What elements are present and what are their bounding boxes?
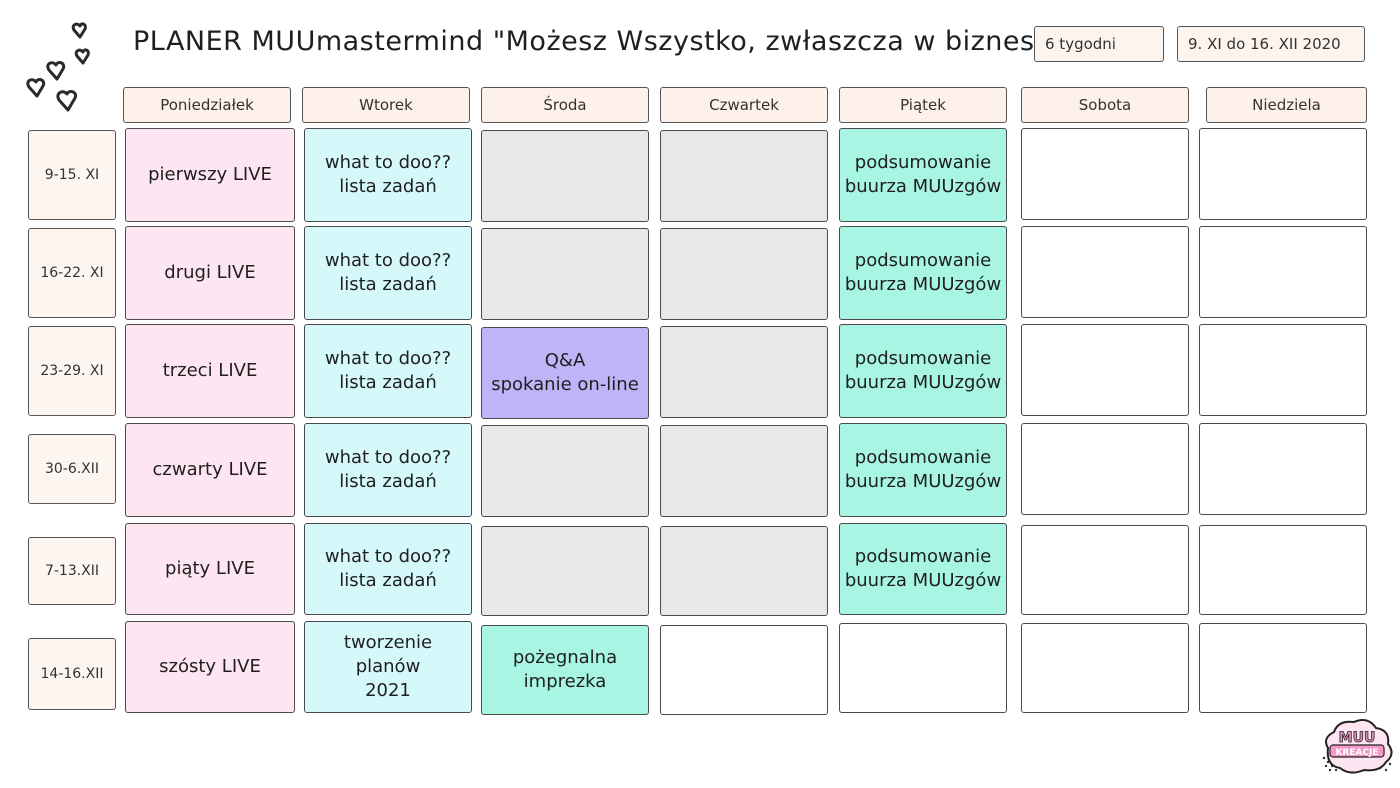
cell-r3-mon[interactable]: trzeci LIVE <box>125 324 295 418</box>
cell-r3-sun[interactable] <box>1199 324 1367 416</box>
cell-r2-sun[interactable] <box>1199 226 1367 318</box>
cell-r2-thu[interactable] <box>660 228 828 320</box>
cell-r6-mon[interactable]: szósty LIVE <box>125 621 295 713</box>
week-label-4: 30-6.XII <box>28 434 116 504</box>
cell-r2-wed[interactable] <box>481 228 649 320</box>
cell-r3-fri[interactable]: podsumowanie buurza MUUzgów <box>839 324 1007 418</box>
header-monday: Poniedziałek <box>123 87 291 123</box>
week-label-6: 14-16.XII <box>28 638 116 710</box>
week-label-2: 16-22. XI <box>28 228 116 318</box>
cell-r3-thu[interactable] <box>660 326 828 418</box>
cell-r1-tue[interactable]: what to doo?? lista zadań <box>304 128 472 222</box>
cell-r4-sun[interactable] <box>1199 423 1367 515</box>
header-thursday: Czwartek <box>660 87 828 123</box>
muu-kreacje-logo: MUU KREACJE <box>1322 719 1393 774</box>
cell-r4-wed[interactable] <box>481 425 649 517</box>
cell-r5-tue[interactable]: what to doo?? lista zadań <box>304 523 472 615</box>
cell-r1-mon[interactable]: pierwszy LIVE <box>125 128 295 222</box>
hearts-doodle-icon <box>26 22 90 112</box>
cell-r3-tue[interactable]: what to doo?? lista zadań <box>304 324 472 418</box>
cell-r6-sun[interactable] <box>1199 623 1367 713</box>
cell-r6-fri[interactable] <box>839 623 1007 713</box>
cell-r1-fri[interactable]: podsumowanie buurza MUUzgów <box>839 128 1007 222</box>
cell-r3-sat[interactable] <box>1021 324 1189 416</box>
cell-r2-sat[interactable] <box>1021 226 1189 318</box>
header-tuesday: Wtorek <box>302 87 470 123</box>
cell-r2-tue[interactable]: what to doo?? lista zadań <box>304 226 472 320</box>
cell-r4-tue[interactable]: what to doo?? lista zadań <box>304 423 472 517</box>
cell-r1-thu[interactable] <box>660 130 828 222</box>
date-range-badge: 9. XI do 16. XII 2020 <box>1177 26 1365 62</box>
header-sunday: Niedziela <box>1206 87 1367 123</box>
cell-r6-tue[interactable]: tworzenie planów 2021 <box>304 621 472 713</box>
header-wednesday: Środa <box>481 87 649 123</box>
cell-r3-wed[interactable]: Q&A spokanie on-line <box>481 327 649 419</box>
logo-line1: MUU <box>1339 730 1376 746</box>
week-label-1: 9-15. XI <box>28 130 116 220</box>
cell-r6-thu[interactable] <box>660 625 828 715</box>
week-label-3: 23-29. XI <box>28 326 116 416</box>
cell-r2-mon[interactable]: drugi LIVE <box>125 226 295 320</box>
cell-r4-mon[interactable]: czwarty LIVE <box>125 423 295 517</box>
cell-r6-wed[interactable]: pożegnalna imprezka <box>481 625 649 715</box>
week-label-5: 7-13.XII <box>28 537 116 605</box>
cell-r4-sat[interactable] <box>1021 423 1189 515</box>
cell-r1-wed[interactable] <box>481 130 649 222</box>
cell-r5-sat[interactable] <box>1021 525 1189 615</box>
cell-r2-fri[interactable]: podsumowanie buurza MUUzgów <box>839 226 1007 320</box>
header-friday: Piątek <box>839 87 1007 123</box>
page-title: PLANER MUUmastermind "Możesz Wszystko, z… <box>133 26 1073 57</box>
cell-r5-fri[interactable]: podsumowanie buurza MUUzgów <box>839 523 1007 615</box>
cell-r5-mon[interactable]: piąty LIVE <box>125 523 295 615</box>
cell-r1-sat[interactable] <box>1021 128 1189 220</box>
cell-r1-sun[interactable] <box>1199 128 1367 220</box>
cell-r5-sun[interactable] <box>1199 525 1367 615</box>
cell-r5-wed[interactable] <box>481 526 649 616</box>
cell-r4-fri[interactable]: podsumowanie buurza MUUzgów <box>839 423 1007 517</box>
cell-r6-sat[interactable] <box>1021 623 1189 713</box>
duration-badge: 6 tygodni <box>1034 26 1164 62</box>
header-saturday: Sobota <box>1021 87 1189 123</box>
logo-line2: KREACJE <box>1335 748 1378 758</box>
cell-r5-thu[interactable] <box>660 526 828 616</box>
cell-r4-thu[interactable] <box>660 425 828 517</box>
